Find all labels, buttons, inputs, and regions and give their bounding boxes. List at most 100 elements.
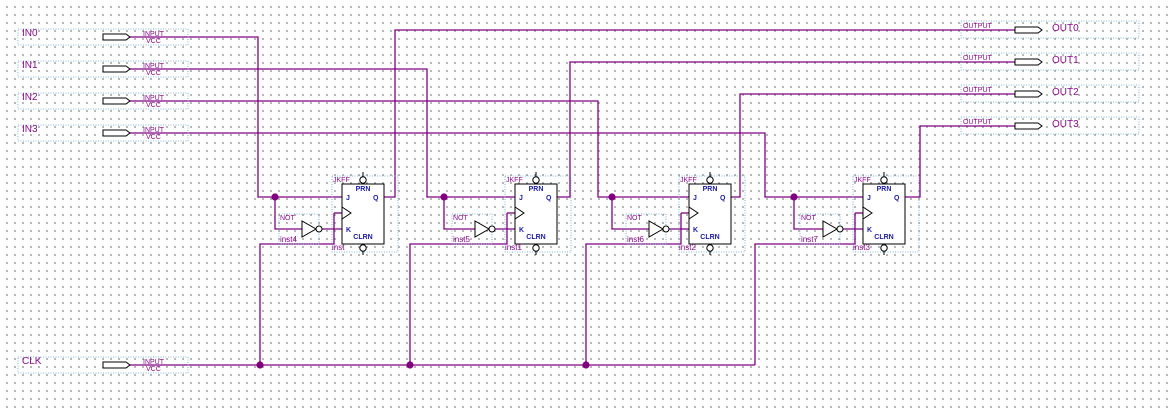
wire [905, 125, 1015, 198]
clock-triangle-icon [862, 206, 873, 220]
prn-bubble-icon [880, 176, 888, 184]
wire [731, 93, 1015, 198]
junction-dot [440, 193, 448, 201]
instance-frame [331, 175, 399, 253]
junction-dot [582, 361, 590, 369]
pin-name-label: IN2 [22, 92, 38, 103]
j-label: J [867, 195, 871, 202]
junction-dot [790, 193, 798, 201]
prn-label: PRN [529, 186, 544, 193]
instance-label: inst6 [627, 235, 644, 244]
not-bubble-icon [315, 225, 323, 233]
pin-name-label: IN1 [22, 60, 38, 71]
instance-label: inst4 [280, 235, 297, 244]
k-label: K [519, 227, 524, 234]
input-pin-arrow-icon [102, 97, 131, 105]
wire [130, 100, 689, 198]
instance-frame [504, 175, 572, 253]
junction-dot [271, 193, 279, 201]
junction-dot [256, 361, 264, 369]
pin-type-label: OUTPUT [963, 119, 993, 126]
clrn-label: CLRN [353, 234, 372, 241]
not-type-label: NOT [453, 215, 469, 222]
pin-default-label: VCC [146, 38, 161, 45]
junction-dot [608, 193, 616, 201]
pin-name-label: OUT0 [1052, 23, 1079, 34]
clrn-bubble-icon [880, 244, 888, 252]
output-pin-arrow-icon [1014, 122, 1043, 130]
pin-name-label: OUT1 [1052, 55, 1079, 66]
k-label: K [693, 227, 698, 234]
clrn-bubble-icon [532, 244, 540, 252]
pin-frame [17, 28, 189, 46]
pin-name-label: IN3 [22, 124, 38, 135]
junction-dot [406, 361, 414, 369]
q-label: Q [894, 195, 900, 202]
wire [793, 197, 823, 230]
clrn-bubble-icon [359, 244, 367, 252]
q-label: Q [720, 195, 726, 202]
clock-triangle-icon [688, 206, 699, 220]
pin-default-label: VCC [146, 134, 161, 141]
pin-type-label: INPUT [143, 31, 165, 38]
pin-frame [17, 356, 189, 374]
instance-label: inst7 [801, 235, 818, 244]
pin-type-label: INPUT [143, 127, 165, 134]
clrn-bubble-icon [706, 244, 714, 252]
output-pin-arrow-icon [1014, 26, 1043, 34]
flipflop-type-label: JKFF [680, 177, 697, 184]
prn-bubble-icon [706, 176, 714, 184]
prn-label: PRN [356, 186, 371, 193]
wire [611, 197, 649, 230]
wire [259, 213, 335, 365]
instance-label: inst3 [853, 243, 870, 252]
clrn-label: CLRN [700, 234, 719, 241]
clock-triangle-icon [341, 206, 352, 220]
pin-name-label: OUT2 [1052, 87, 1079, 98]
input-pin-arrow-icon [102, 129, 131, 137]
prn-bubble-icon [359, 176, 367, 184]
not-gate-inst4[interactable]: NOT inst4 [278, 213, 323, 245]
q-label: Q [546, 195, 552, 202]
pin-type-label: INPUT [143, 63, 165, 70]
j-label: J [519, 195, 523, 202]
not-type-label: NOT [801, 215, 817, 222]
not-bubble-icon [662, 225, 670, 233]
not-gate-inst7[interactable]: NOT inst7 [799, 213, 844, 245]
pin-default-label: VCC [146, 366, 161, 373]
flipflop-type-label: JKFF [854, 177, 871, 184]
instance-label: inst1 [505, 243, 522, 252]
input-pin-arrow-icon [102, 33, 131, 41]
k-label: K [346, 227, 351, 234]
not-type-label: NOT [280, 215, 296, 222]
pin-default-label: VCC [146, 102, 161, 109]
not-triangle-icon [474, 220, 491, 238]
instance-label: inst2 [679, 243, 696, 252]
j-label: J [346, 195, 350, 202]
prn-label: PRN [877, 186, 892, 193]
pin-type-label: INPUT [143, 359, 165, 366]
clrn-label: CLRN [874, 234, 893, 241]
not-bubble-icon [836, 225, 844, 233]
pin-name-label: CLK [22, 356, 42, 367]
not-triangle-icon [301, 220, 318, 238]
output-pin-arrow-icon [1014, 58, 1043, 66]
instance-frame [678, 175, 746, 253]
